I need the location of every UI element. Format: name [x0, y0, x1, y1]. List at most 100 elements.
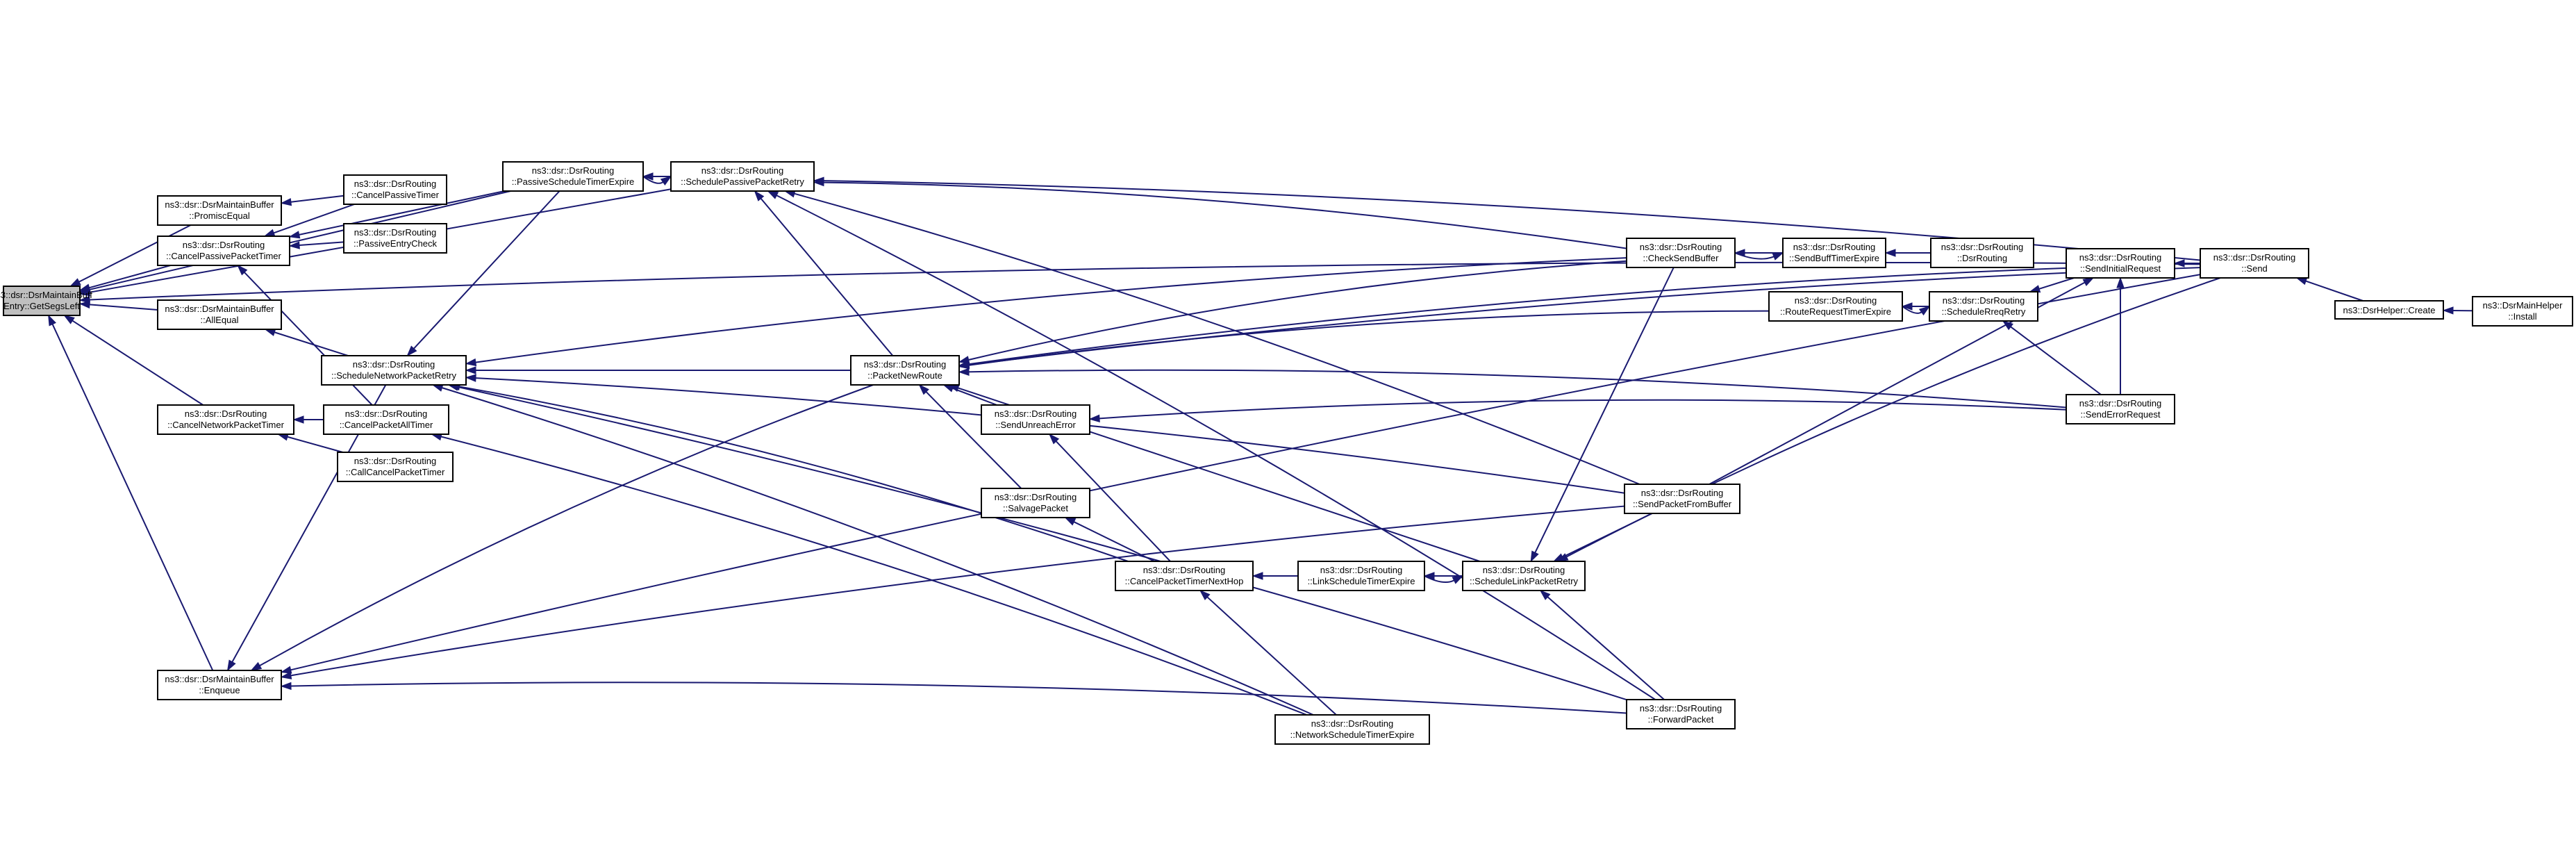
node-label-line1: ns3::DsrHelper::Create [2343, 305, 2436, 315]
node-sendPacketFromBuffer[interactable]: ns3::dsr::DsrRouting::SendPacketFromBuff… [1624, 484, 1740, 514]
node-box [670, 161, 815, 192]
node-box [2472, 296, 2573, 327]
arrowhead [292, 415, 304, 424]
node-label-line1: ns3::dsr::DsrMaintainBuffer [165, 674, 274, 684]
edge-line [1734, 252, 1775, 260]
node-scheduleLinkPacketRetry[interactable]: ns3::dsr::DsrRouting::ScheduleLinkPacket… [1462, 561, 1586, 591]
edge-line [1055, 440, 1171, 562]
edge-line [89, 304, 158, 311]
node-box [2066, 394, 2175, 424]
arrowhead [2116, 277, 2125, 288]
node-box [2066, 248, 2175, 279]
node-cancelPacketAllTimer[interactable]: ns3::dsr::DsrRouting::CancelPacketAllTim… [323, 404, 449, 435]
edge-networkScheduleTimerExpire-to-cancelPacketTimerNextHop [1199, 589, 1337, 716]
node-scheduleRreqRetry[interactable]: ns3::dsr::DsrRouting::ScheduleRreqRetry [1929, 291, 2038, 322]
edge-line [290, 505, 1625, 677]
arrowhead [1884, 249, 1896, 257]
arrowhead [1064, 517, 1077, 526]
node-label-line2: ::PassiveScheduleTimerExpire [512, 176, 635, 187]
node-schedulePassivePacketRetry[interactable]: ns3::dsr::DsrRouting::SchedulePassivePac… [670, 161, 815, 192]
node-sendInitialRequest[interactable]: ns3::dsr::DsrRouting::SendInitialRequest [2066, 248, 2175, 279]
edge-line [1206, 596, 1337, 716]
arrowhead [1088, 414, 1100, 422]
arrowhead [1772, 252, 1784, 261]
edge-line [968, 260, 1627, 361]
edge-sendErrorRequest-to-scheduleRreqRetry [2002, 320, 2102, 395]
arrowhead [250, 661, 263, 671]
arrowhead [2295, 277, 2308, 286]
node-label-line2: ::CancelPacketAllTimer [340, 420, 433, 430]
edge-line [259, 384, 874, 667]
node-packetNewRoute[interactable]: ns3::dsr::DsrRouting::PacketNewRoute [850, 355, 960, 386]
edge-scheduleNetworkPacketRetry-to-allEqual [264, 328, 349, 356]
arrowhead [918, 383, 929, 395]
edge-checkSendBuffer-to-scheduleLinkPacketRetry [1530, 267, 1675, 563]
node-label-line2: ::SchedulePassivePacketRetry [681, 176, 804, 187]
node-label-line1: ns3::dsr::DsrRouting [1941, 242, 2024, 252]
edge-dsrHelperCreate-to-send [2295, 277, 2363, 302]
arrowhead [2442, 306, 2454, 315]
node-passiveScheduleTimerExpire[interactable]: ns3::dsr::DsrRouting::PassiveScheduleTim… [502, 161, 644, 192]
node-scheduleNetworkPacketRetry[interactable]: ns3::dsr::DsrRouting::ScheduleNetworkPac… [321, 355, 467, 386]
node-label-line2: Entry::GetSegsLeft [3, 301, 80, 311]
node-dsrMainHelperInstall[interactable]: ns3::DsrMainHelper::Install [2472, 296, 2573, 327]
edge-enqueue-to-root [48, 314, 214, 671]
node-forwardPacket[interactable]: ns3::dsr::DsrRouting::ForwardPacket [1626, 699, 1736, 729]
node-linkScheduleTimerExpire[interactable]: ns3::dsr::DsrRouting::LinkScheduleTimerE… [1297, 561, 1425, 591]
edge-passiveEntryCheck-to-cancelPassivePacketTimer [288, 241, 344, 249]
arrowhead [280, 682, 292, 691]
edge-passiveScheduleTimerExpire-to-scheduleNetworkPacketRetry [406, 190, 560, 357]
node-sendBuffTimerExpire[interactable]: ns3::dsr::DsrRouting::SendBuffTimerExpir… [1782, 238, 1886, 268]
node-routeRequestTimerExpire[interactable]: ns3::dsr::DsrRouting::RouteRequestTimerE… [1768, 291, 1903, 322]
node-cancelPassivePacketTimer[interactable]: ns3::dsr::DsrRouting::CancelPassivePacke… [157, 236, 290, 266]
node-label-line1: ns3::dsr::DsrRouting [354, 179, 437, 189]
edge-linkScheduleTimerExpire-to-cancelPacketTimerNextHop [1252, 572, 1298, 580]
node-cancelPacketTimerNextHop[interactable]: ns3::dsr::DsrRouting::CancelPacketTimerN… [1115, 561, 1254, 591]
node-label-line2: ::Install [2508, 311, 2536, 322]
node-label-line2: ::SalvagePacket [1003, 503, 1068, 513]
node-dsrRouting[interactable]: ns3::dsr::DsrRouting::DsrRouting [1930, 238, 2034, 268]
node-label-line1: ns3::dsr::DsrRouting [864, 359, 947, 370]
arrowhead [958, 368, 970, 376]
node-salvagePacket[interactable]: ns3::dsr::DsrRouting::SalvagePacket [981, 488, 1090, 518]
edge-line [1902, 306, 1922, 314]
node-label-line2: ::ForwardPacket [1648, 714, 1714, 725]
node-send[interactable]: ns3::dsr::DsrRouting::Send [2200, 248, 2309, 279]
arrowhead [465, 374, 476, 382]
node-checkSendBuffer[interactable]: ns3::dsr::DsrRouting::CheckSendBuffer [1626, 238, 1736, 268]
node-passiveEntryCheck[interactable]: ns3::dsr::DsrRouting::PassiveEntryCheck [343, 223, 447, 254]
node-cancelPassiveTimer[interactable]: ns3::dsr::DsrRouting::CancelPassiveTimer [343, 174, 447, 205]
node-label-line2: ::Enqueue [199, 685, 240, 695]
node-callCancelPacketTimer[interactable]: ns3::dsr::DsrRouting::CallCancelPacketTi… [337, 452, 454, 482]
node-label-line2: ::PromiscEqual [189, 211, 250, 221]
arrowhead [78, 295, 90, 304]
node-root[interactable]: ns3::dsr::DsrMaintainBuffEntry::GetSegsL… [0, 286, 92, 316]
node-promiscEqual[interactable]: ns3::dsr::DsrMaintainBuffer::PromiscEqua… [157, 195, 282, 226]
edge-cancelPassivePacketTimer-to-root [78, 265, 171, 292]
edge-line [475, 257, 1627, 363]
node-box [321, 355, 467, 386]
node-label-line1: ns3::DsrMainHelper [2483, 300, 2563, 311]
node-box [1930, 238, 2034, 268]
edge-line [2305, 280, 2363, 302]
node-allEqual[interactable]: ns3::dsr::DsrMaintainBuffer::AllEqual [157, 299, 282, 330]
node-box [1768, 291, 1903, 322]
edge-line [440, 436, 1307, 716]
node-label-line1: ns3::dsr::DsrRouting [995, 409, 1077, 419]
arrowhead [465, 366, 476, 374]
node-dsrHelperCreate[interactable]: ns3::DsrHelper::Create [2334, 300, 2444, 320]
node-cancelNetworkPacketTimer[interactable]: ns3::dsr::DsrRouting::CancelNetworkPacke… [157, 404, 294, 435]
node-label-line2: ::ScheduleRreqRetry [1942, 306, 2026, 317]
arrowhead [1556, 553, 1569, 562]
node-label-line1: ns3::dsr::DsrRouting [1795, 295, 1877, 306]
node-enqueue[interactable]: ns3::dsr::DsrMaintainBuffer::Enqueue [157, 670, 282, 700]
node-label-line1: ns3::dsr::DsrRouting [354, 456, 437, 466]
node-sendUnreachError[interactable]: ns3::dsr::DsrRouting::SendUnreachError [981, 404, 1090, 435]
edge-forwardPacket-to-enqueue [280, 682, 1627, 714]
edge-schedulePassivePacketRetry-to-passiveScheduleTimerExpire [642, 172, 671, 181]
node-networkScheduleTimerExpire[interactable]: ns3::dsr::DsrRouting::NetworkScheduleTim… [1274, 714, 1430, 745]
edge-line [273, 204, 355, 234]
edge-sendUnreachError-to-packetNewRoute [942, 384, 997, 406]
arrowhead [280, 666, 292, 674]
node-sendErrorRequest[interactable]: ns3::dsr::DsrRouting::SendErrorRequest [2066, 394, 2175, 424]
